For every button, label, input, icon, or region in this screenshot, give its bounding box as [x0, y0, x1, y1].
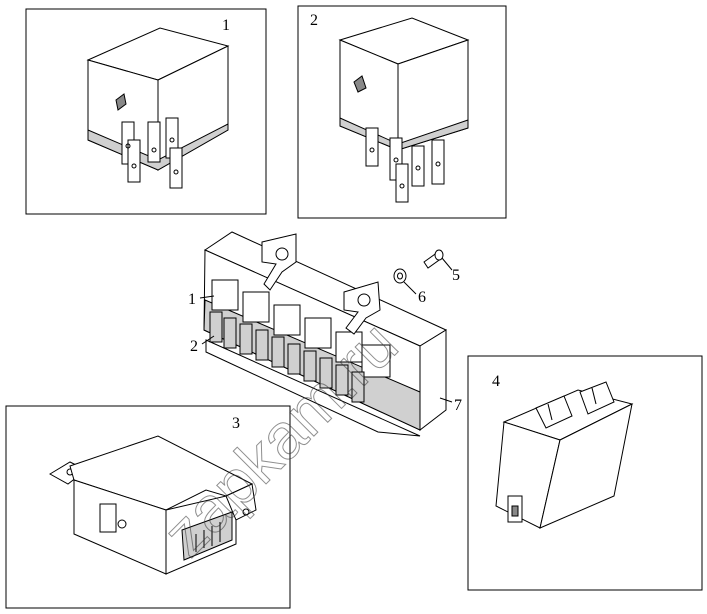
callout-6: 6	[418, 289, 426, 306]
panel-frame	[5, 405, 291, 609]
panel-relay-2: 2	[297, 5, 507, 219]
panel-frame	[467, 355, 703, 591]
relay-drawing	[86, 27, 230, 189]
panel-module-3: 3	[5, 405, 291, 609]
panel-label: 4	[492, 373, 500, 390]
callout-2: 2	[190, 338, 198, 355]
panel-frame	[25, 8, 267, 215]
relay-drawing	[338, 17, 470, 203]
lower-fuse-row	[209, 311, 365, 403]
callout-1: 1	[188, 291, 196, 308]
upper-relay-row	[211, 279, 391, 378]
panel-label: 1	[222, 17, 230, 34]
relay-box-assembly	[203, 231, 448, 437]
panel-label: 2	[310, 12, 318, 29]
block-drawing	[495, 381, 634, 529]
control-module-drawing	[49, 435, 257, 575]
panel-block-4: 4	[467, 355, 703, 591]
panel-label: 3	[232, 415, 240, 432]
panel-frame	[297, 5, 507, 219]
callouts: 1 2 5 6 7	[188, 257, 462, 414]
panel-relay-1: 1	[25, 8, 267, 215]
callout-5: 5	[452, 267, 460, 284]
callout-7: 7	[454, 397, 462, 414]
screw-and-washer	[393, 249, 444, 284]
mounting-brackets	[261, 233, 381, 335]
